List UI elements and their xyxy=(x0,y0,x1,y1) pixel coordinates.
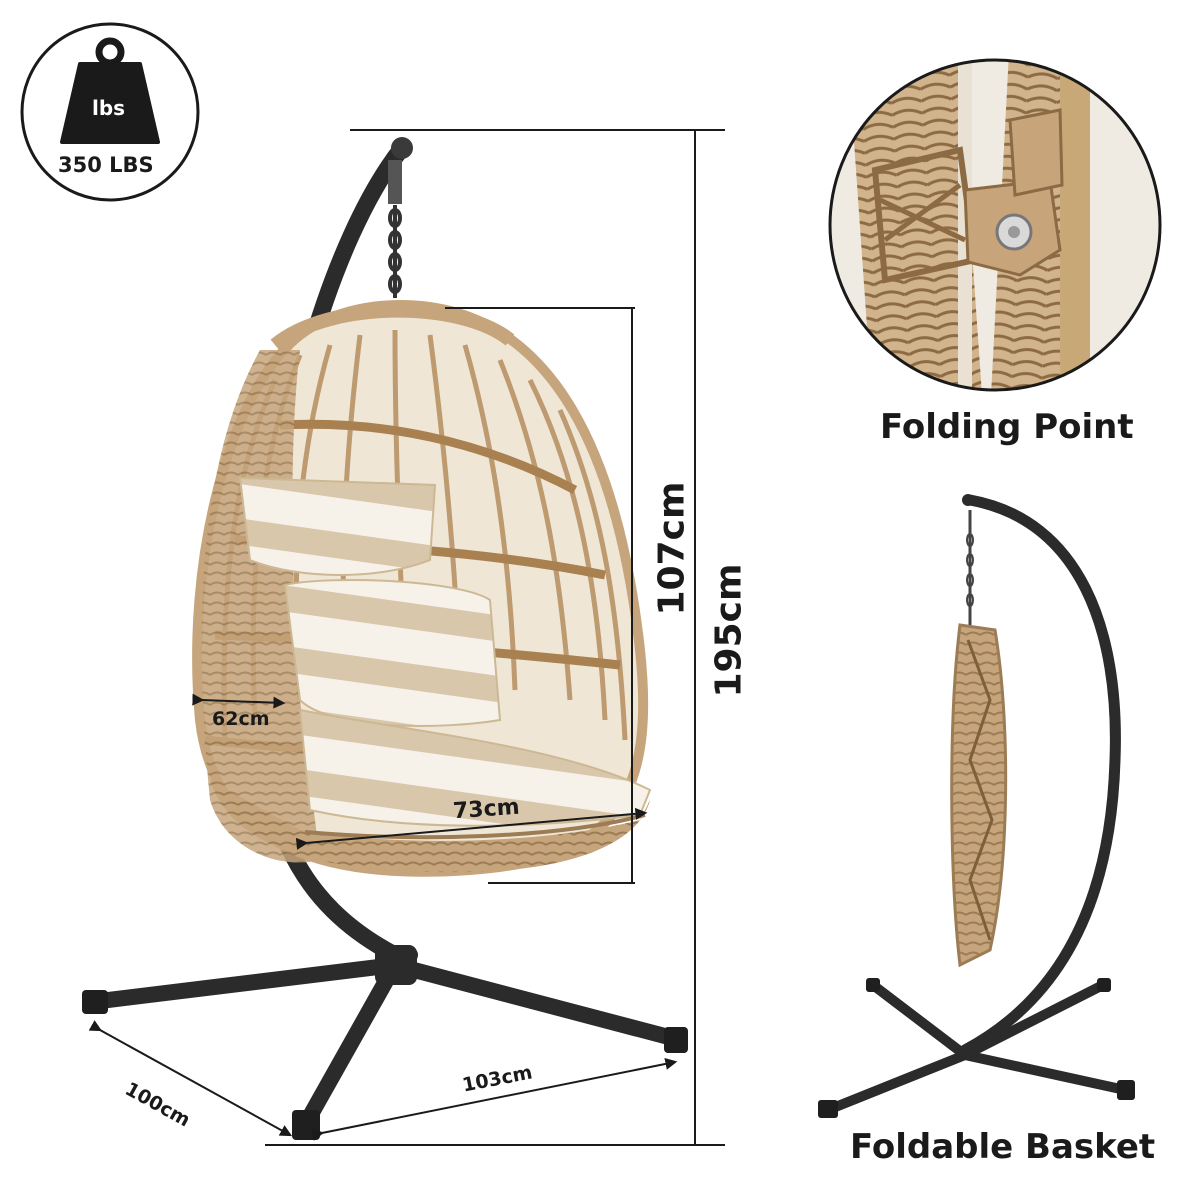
dim-seat-width: 73cm xyxy=(452,794,521,825)
weight-icon xyxy=(60,37,160,144)
hanging-egg-chair-illustration xyxy=(82,137,688,1140)
folded-chair-illustration xyxy=(818,494,1135,1118)
foldable-basket-caption: Foldable Basket xyxy=(850,1127,1156,1167)
weight-icon-label: lbs xyxy=(92,96,126,120)
weight-capacity: 350 LBS xyxy=(58,153,154,177)
folding-point-caption: Folding Point xyxy=(880,407,1134,447)
dimension-lines xyxy=(88,129,725,1146)
folding-hinge-closeup xyxy=(828,58,1162,392)
dim-total-height: 195cm xyxy=(708,563,750,698)
dim-seat-depth: 62cm xyxy=(212,708,270,730)
dim-basket-height: 107cm xyxy=(651,481,693,616)
weight-badge xyxy=(20,22,200,202)
